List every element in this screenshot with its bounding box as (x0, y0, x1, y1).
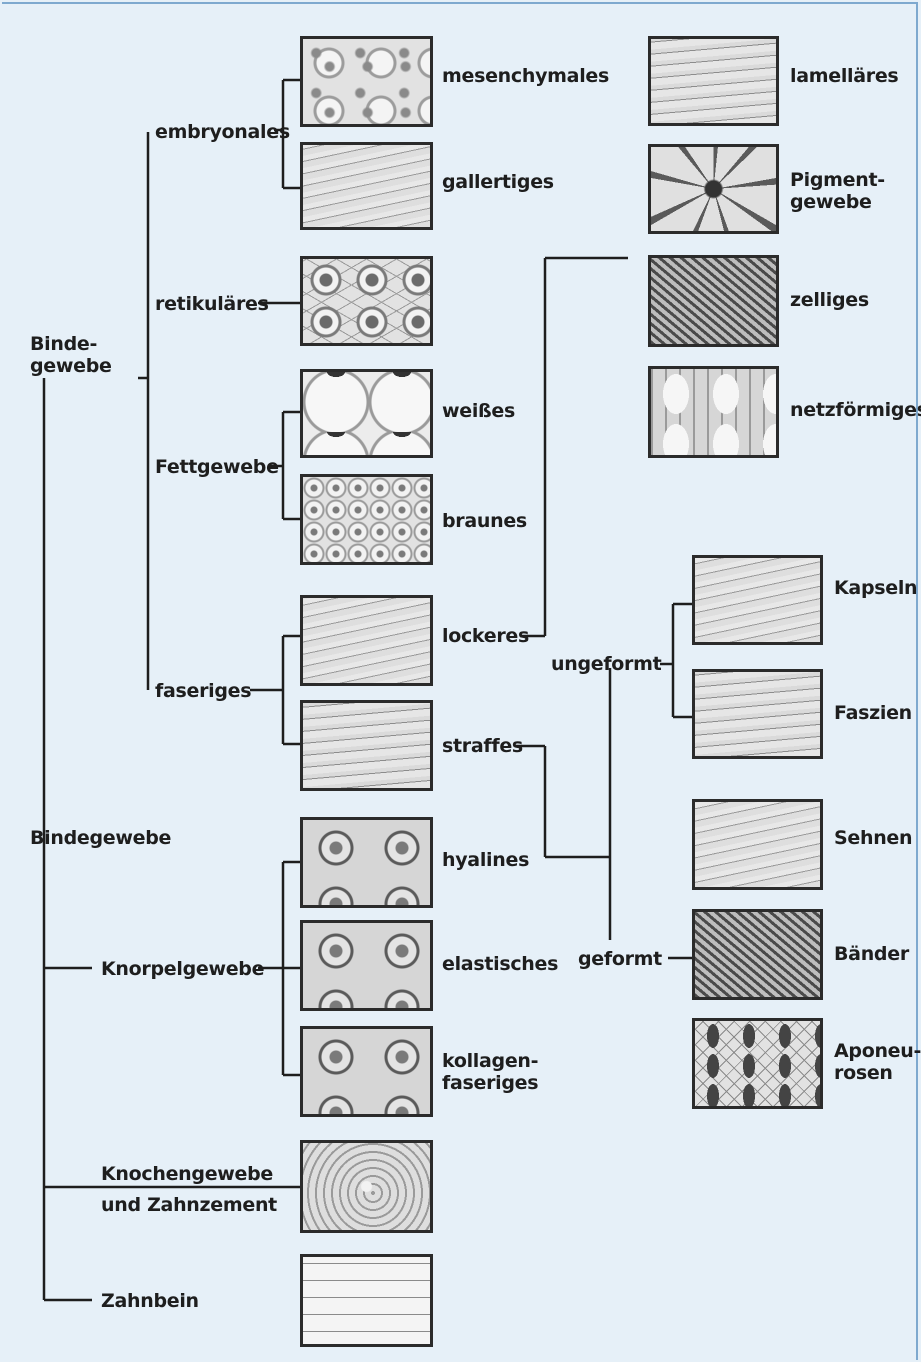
label-hyalines: hyalines (442, 849, 529, 871)
label-kollagenfaseriges: kollagen- faseriges (442, 1050, 538, 1094)
label-faszien: Faszien (834, 702, 912, 724)
tile-hyaline (300, 817, 433, 908)
label-kapseln: Kapseln (834, 577, 917, 599)
tile-fascia (692, 669, 823, 759)
label-knochengewebe: Knochengewebe und Zahnzement (101, 1159, 277, 1221)
label-knorpelgewebe: Knorpelgewebe (101, 958, 264, 980)
tile-collagenous (300, 1026, 433, 1117)
label-root: Bindegewebe (30, 827, 171, 849)
label-braunes: braunes (442, 510, 527, 532)
tile-cellular (648, 255, 779, 347)
label-lamellares: lamelläres (790, 65, 898, 87)
label-ungeformt: ungeformt (551, 653, 661, 675)
label-lockeres: lockeres (442, 625, 529, 647)
tile-capsules (692, 555, 823, 645)
label-retikulares: retikuläres (155, 293, 269, 315)
label-aponeurosen: Aponeu- rosen (834, 1040, 921, 1084)
label-faseriges: faseriges (155, 680, 251, 702)
tile-dentin (300, 1254, 433, 1347)
label-pigmentgewebe: Pigment- gewebe (790, 169, 885, 213)
label-bindegewebe-sub: Binde- gewebe (30, 333, 112, 377)
tile-ligaments (692, 909, 823, 1000)
tile-brown-fat (300, 474, 433, 565)
label-zelliges: zelliges (790, 289, 869, 311)
tile-aponeuroses (692, 1018, 823, 1109)
tile-lamellar (648, 36, 779, 126)
tile-white-fat (300, 369, 433, 458)
tile-pigment (648, 144, 779, 234)
label-straffes: straffes (442, 735, 523, 757)
tile-elastic (300, 920, 433, 1011)
label-sehnen: Sehnen (834, 827, 912, 849)
tile-bone (300, 1140, 433, 1233)
label-mesenchymales: mesenchymales (442, 65, 609, 87)
label-embryonales: embryonales (155, 121, 290, 143)
label-zahnbein: Zahnbein (101, 1290, 199, 1312)
tile-loose (300, 595, 433, 686)
tile-mesenchymal (300, 36, 433, 127)
label-weisses: weißes (442, 400, 515, 422)
tile-tendons (692, 799, 823, 890)
label-elastisches: elastisches (442, 953, 558, 975)
label-gallertiges: gallertiges (442, 171, 554, 193)
label-bander: Bänder (834, 943, 909, 965)
tile-netlike (648, 366, 779, 458)
tile-dense (300, 700, 433, 791)
tile-gelatinous (300, 142, 433, 230)
label-geformt: geformt (578, 948, 662, 970)
tile-reticular (300, 256, 433, 346)
label-fettgewebe: Fettgewebe (155, 456, 279, 478)
label-netzformiges: netzförmiges (790, 399, 921, 421)
